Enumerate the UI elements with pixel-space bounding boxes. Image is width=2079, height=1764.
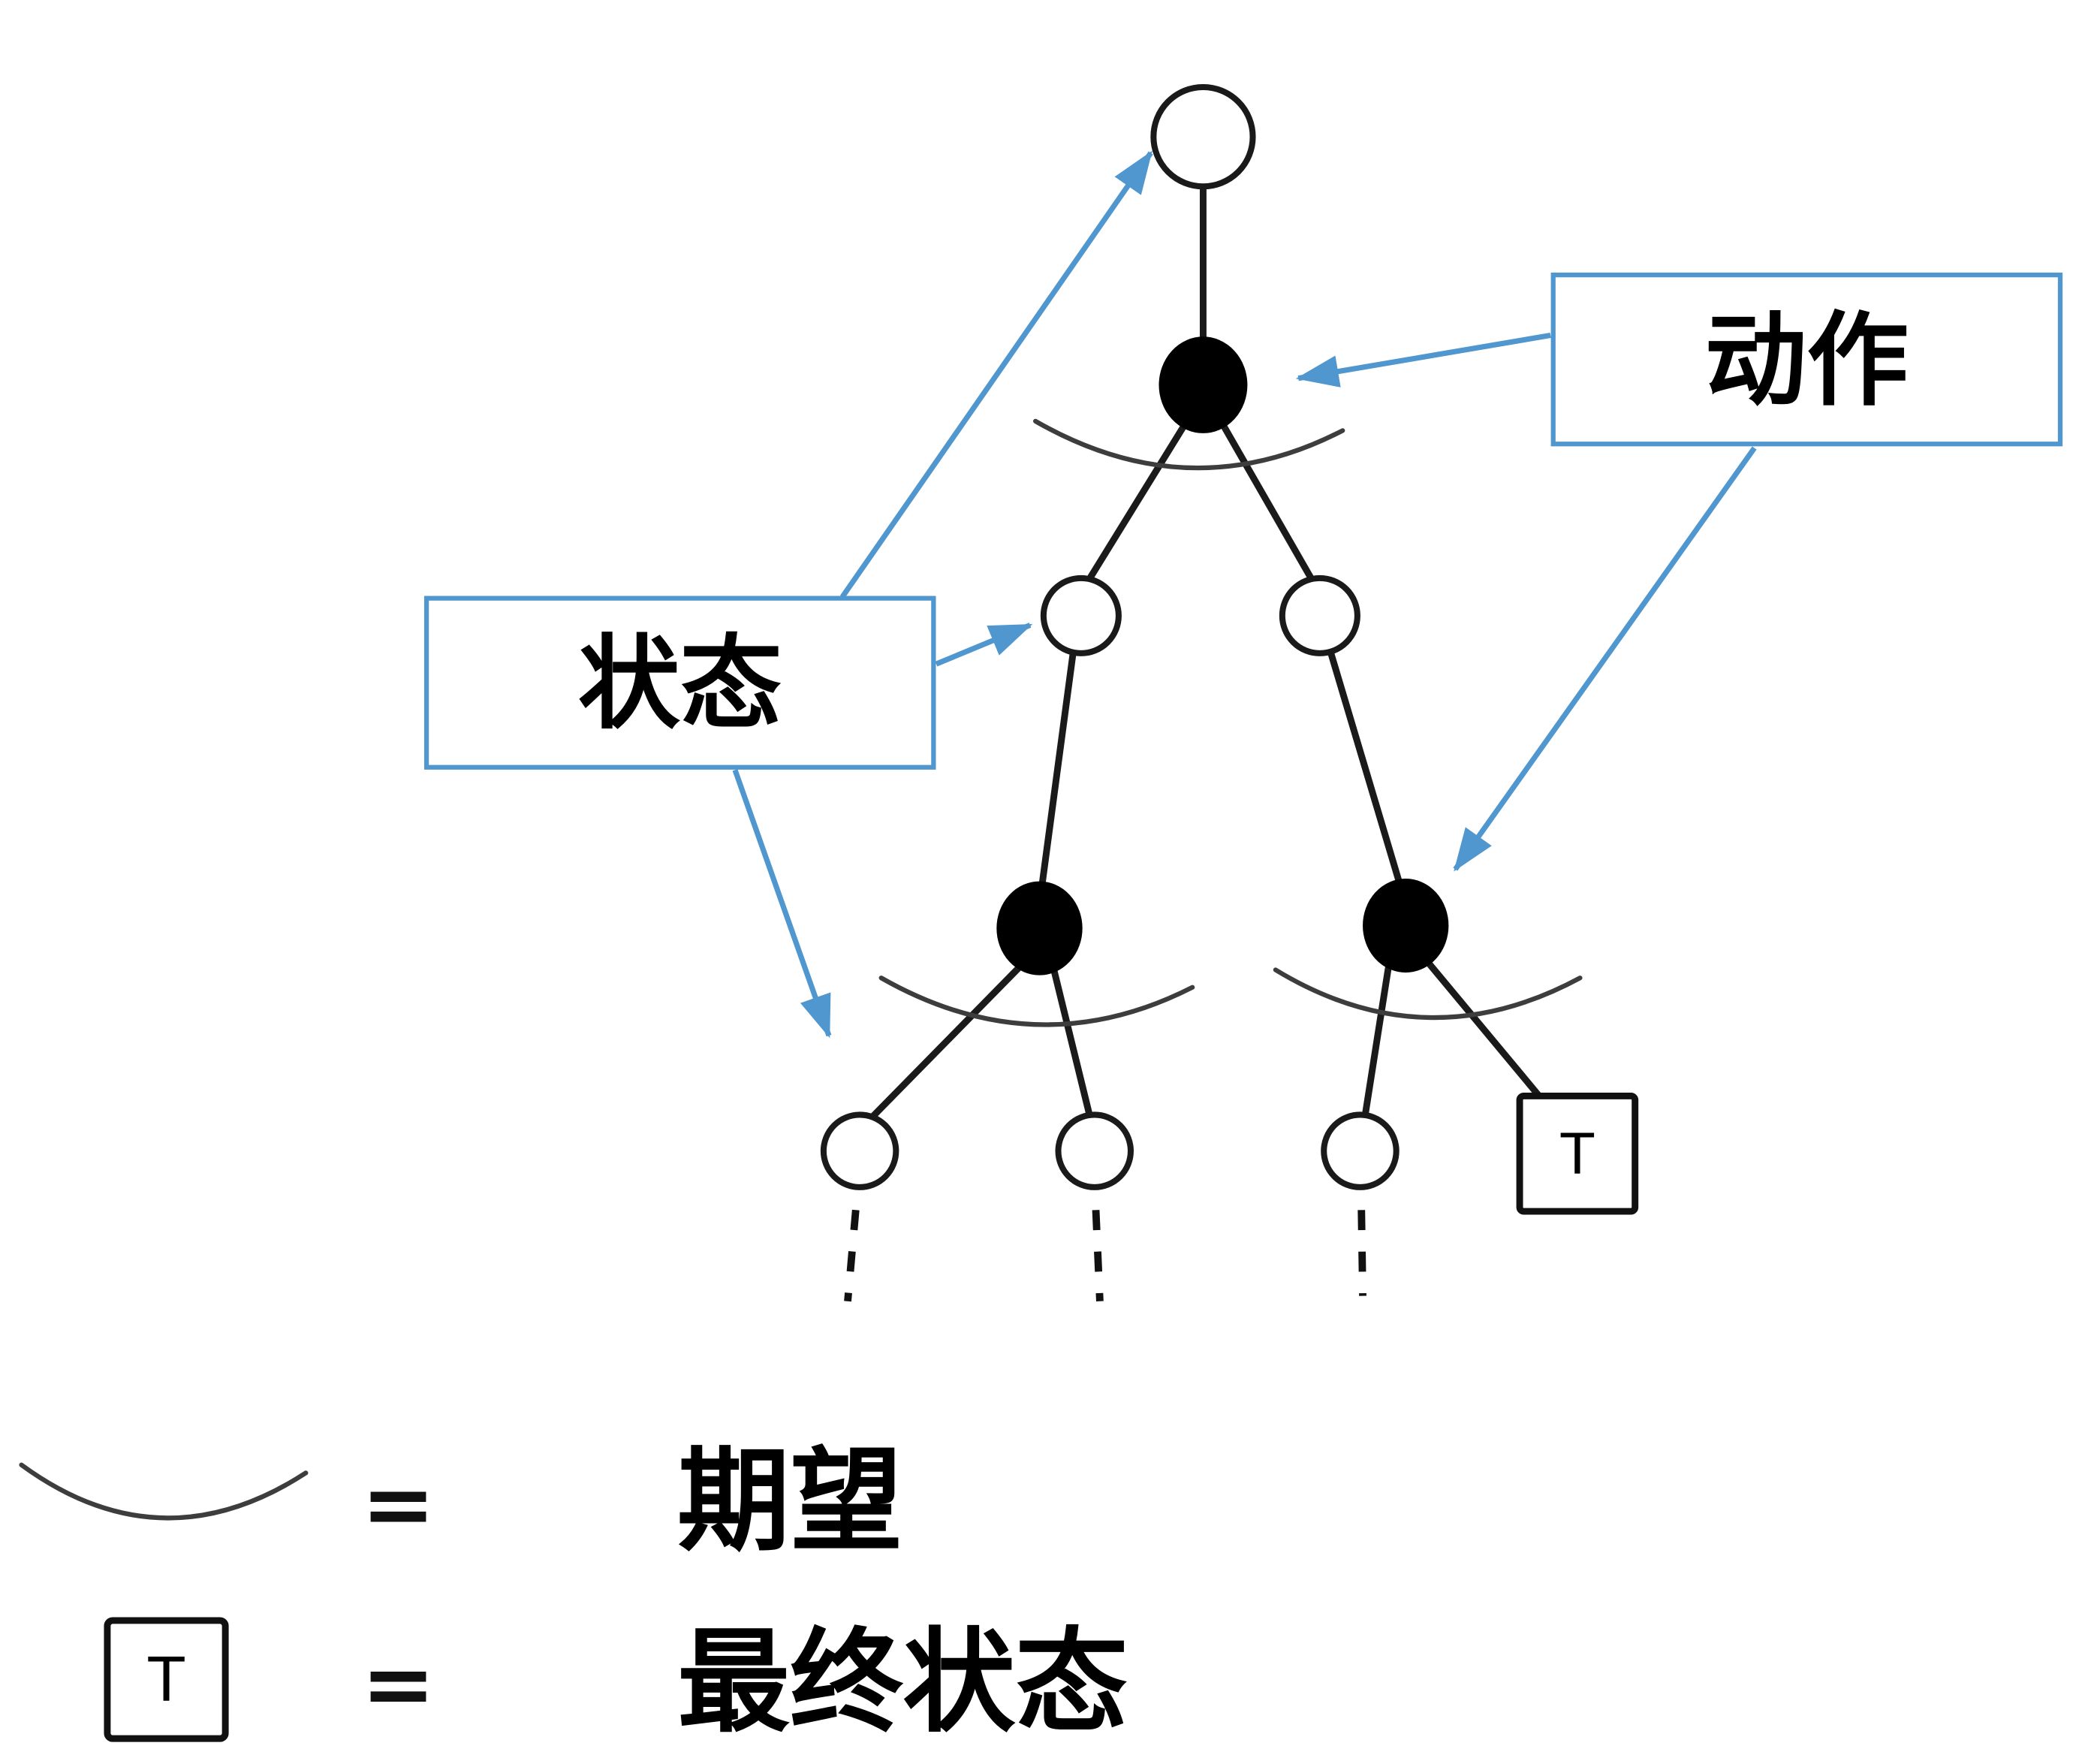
state-arrow-to-leaf-area bbox=[732, 769, 832, 1039]
terminal-node-letter: T bbox=[1559, 1120, 1595, 1187]
legend-equals-2: = bbox=[361, 1633, 435, 1735]
action-arrow-to-right-node bbox=[1453, 446, 1757, 872]
state-node-leaf-2 bbox=[1055, 1111, 1134, 1190]
legend-terminal-letter: T bbox=[146, 1643, 185, 1715]
edge-action-to-state-left bbox=[1086, 421, 1188, 583]
edge-actionleft-to-leaf1 bbox=[868, 963, 1023, 1121]
state-arrow-to-mid-left-node bbox=[935, 623, 1033, 667]
action-node-left bbox=[996, 881, 1083, 975]
edge-actionleft-to-leaf2 bbox=[1050, 967, 1093, 1117]
continuation-dash-3 bbox=[1357, 1210, 1366, 1296]
state-node-mid-left bbox=[1040, 574, 1122, 656]
continuation-dash-2 bbox=[1092, 1210, 1104, 1301]
edge-actionright-to-terminal bbox=[1426, 960, 1546, 1104]
legend-expectation-label: 期望 bbox=[677, 1440, 902, 1565]
legend-expectation-arc bbox=[19, 1462, 309, 1521]
state-label-box bbox=[423, 596, 936, 770]
terminal-node-square bbox=[1516, 1092, 1639, 1215]
edge-stateleft-to-actionleft bbox=[1038, 650, 1077, 888]
legend-terminal-label: 最终状态 bbox=[677, 1621, 1128, 1746]
legend-terminal-square bbox=[104, 1617, 229, 1742]
expectation-arc-right bbox=[1273, 967, 1583, 1021]
state-node-mid-right bbox=[1279, 574, 1360, 656]
action-label-box bbox=[1550, 273, 2063, 447]
state-node-leaf-1 bbox=[820, 1111, 899, 1190]
expectation-arc-top bbox=[1033, 418, 1345, 471]
edge-stateright-to-actionright bbox=[1327, 648, 1403, 885]
action-arrow-to-top-node bbox=[1295, 332, 1551, 387]
continuation-dash-1 bbox=[844, 1209, 860, 1302]
state-label: 状态 bbox=[578, 629, 782, 741]
action-label: 动作 bbox=[1705, 306, 1909, 418]
state-node-root bbox=[1150, 84, 1256, 190]
action-node-top bbox=[1159, 336, 1248, 433]
state-node-leaf-3 bbox=[1321, 1111, 1400, 1190]
state-arrow-to-root-node bbox=[839, 150, 1153, 599]
action-node-right bbox=[1363, 879, 1449, 973]
expectation-arc-left bbox=[878, 975, 1195, 1027]
edge-action-to-state-right bbox=[1219, 421, 1315, 583]
legend-equals-1: = bbox=[361, 1453, 435, 1556]
edge-actionright-to-leaf3 bbox=[1362, 965, 1392, 1117]
